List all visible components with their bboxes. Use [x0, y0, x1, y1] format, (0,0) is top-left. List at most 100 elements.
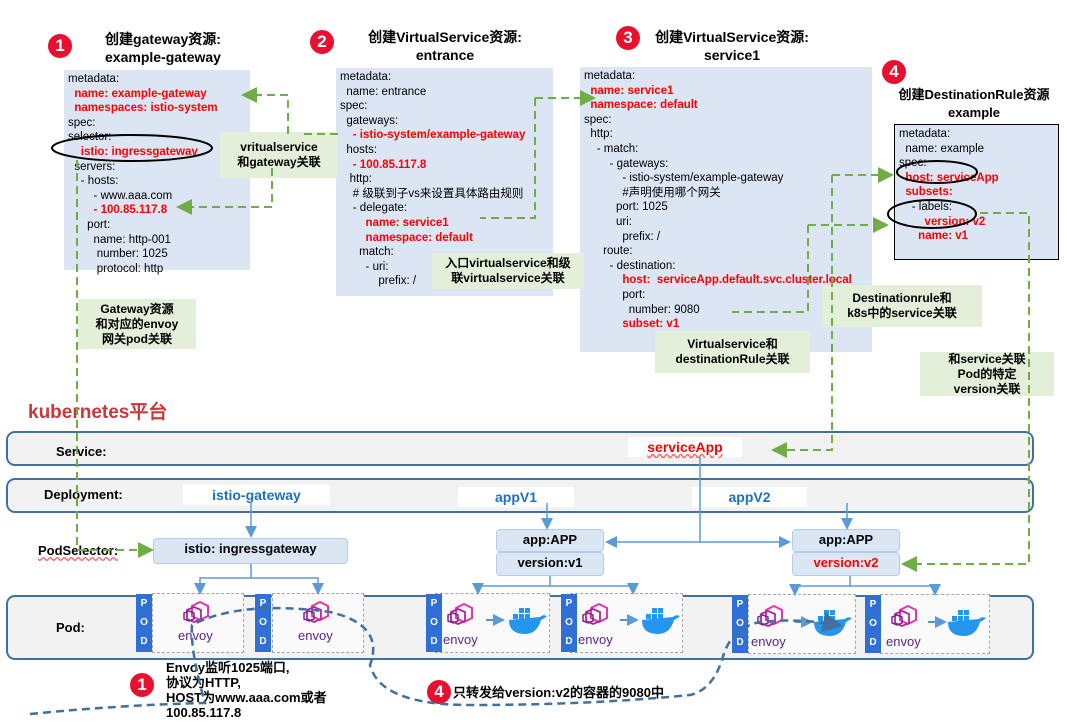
yaml-line: name: example-gateway [68, 87, 207, 100]
step-1-title-line2: example-gateway [105, 49, 221, 65]
step-2-badge: 2 [310, 30, 334, 54]
yaml-line: namespace: default [340, 231, 473, 244]
step-4-title: 创建DestinationRule资源 example [880, 86, 1067, 122]
deployment-appv2: appV2 [692, 487, 807, 507]
step-1-badge: 1 [48, 34, 72, 58]
step-3-title-line2: service1 [703, 47, 761, 63]
yaml-line: # 级联到子vs来设置具体路由规则 [340, 187, 524, 200]
note-line: 和对应的envoy [95, 316, 179, 331]
yaml-line: hosts: [340, 143, 378, 156]
yaml-line: number: 9080 [584, 303, 700, 316]
link-vs-to-gateway-name [241, 87, 289, 134]
yaml-line: metadata: [899, 128, 951, 140]
gateway-pod-2 [272, 593, 364, 653]
step-3-title: 创建VirtualService资源: service1 [642, 28, 822, 64]
yaml-line: spec: [584, 113, 612, 126]
note-line: destinationRule关联 [675, 352, 790, 366]
yaml-line: subsets: [899, 186, 953, 199]
bottom-step-4-text: 只转发给version:v2的容器的9080中 [453, 685, 664, 700]
selector-v1-app: app:APP [496, 529, 604, 552]
yaml-line: - istio-system/example-gateway [340, 129, 526, 142]
yaml-line: host: serviceApp [899, 171, 999, 184]
yaml-line: spec: [340, 100, 368, 113]
yaml-line: - gateways: [584, 157, 669, 170]
yaml-line: metadata: [68, 73, 120, 85]
yaml-line: port: [584, 288, 646, 301]
step-2-title: 创建VirtualService资源: entrance [350, 28, 540, 64]
pod-label: Pod: [56, 620, 85, 635]
yaml-line: route: [584, 245, 633, 258]
yaml-line: name: v1 [899, 230, 969, 243]
envoy-label: envoy [751, 634, 786, 649]
yaml-line: version: v2 [899, 215, 986, 228]
yaml-line: name: http-001 [68, 233, 171, 246]
note-line: k8s中的service关联 [847, 306, 957, 320]
note-line: Pod的特定 [957, 366, 1017, 381]
yaml-line: http: [584, 128, 613, 141]
step-3-title-line1: 创建VirtualService资源: [655, 29, 809, 45]
yaml-line: number: 1025 [68, 248, 168, 261]
yaml-line: #声明使用哪个网关 [584, 186, 721, 199]
yaml-line: match: [340, 246, 394, 259]
note-line: 网关pod关联 [102, 331, 172, 346]
yaml-line: - 100.85.117.8 [68, 204, 168, 217]
yaml-line: protocol: http [68, 262, 164, 275]
destinationrule-yaml: metadata: name: example spec: host: servi… [894, 124, 1059, 260]
step-1-title: 创建gateway资源: example-gateway [78, 30, 248, 66]
note-line: 和service关联 [948, 351, 1026, 366]
kubernetes-title: kubernetes平台 [28, 402, 168, 423]
yaml-line: - www.aaa.com [68, 189, 173, 202]
yaml-line: - labels: [899, 200, 953, 213]
yaml-line: - delegate: [340, 202, 408, 215]
yaml-line: prefix: / [340, 275, 417, 288]
yaml-line: prefix: / [584, 230, 661, 243]
yaml-line: - uri: [340, 260, 389, 273]
note-line: Virtualservice和 [687, 337, 778, 351]
step-3-badge: 3 [616, 26, 640, 50]
yaml-line: namespaces: istio-system [68, 102, 218, 115]
yaml-line: subset: v1 [584, 318, 680, 331]
bottom-step-4-badge: 4 [427, 680, 451, 704]
step-2-title-line2: entrance [415, 47, 475, 63]
selector-v2-version: version:v2 [792, 552, 900, 576]
yaml-line: - istio-system/example-gateway [584, 172, 784, 185]
yaml-line: http: [340, 173, 372, 186]
yaml-line: - match: [584, 142, 639, 155]
yaml-line: port: 1025 [584, 201, 668, 214]
yaml-line: name: example [899, 142, 985, 155]
yaml-line: - destination: [584, 259, 676, 272]
yaml-line: name: service1 [340, 216, 449, 229]
yaml-line: gateways: [340, 114, 399, 127]
yaml-line: namespace: default [584, 99, 698, 112]
yaml-line: spec: [68, 116, 96, 129]
selector-v1-version: version:v1 [496, 552, 604, 576]
yaml-line: name: service1 [584, 84, 674, 97]
bottom-step-1-badge: 1 [130, 673, 154, 697]
yaml-line: port: [68, 218, 111, 231]
yaml-line: uri: [584, 215, 632, 228]
envoy-label: envoy [578, 632, 613, 647]
podselector-label: PodSelector: [38, 543, 119, 558]
selector-istio-ingressgateway: istio: ingressgateway [153, 538, 348, 564]
note-line: 入口virtualservice和级 [445, 256, 571, 270]
deployment-label: Deployment: [44, 487, 123, 502]
envoy-label: envoy [178, 628, 213, 643]
note-line: 联virtualservice关联 [451, 271, 565, 285]
step-2-title-line1: 创建VirtualService资源: [368, 29, 522, 45]
envoy-label: envoy [298, 628, 333, 643]
selector-v2-app: app:APP [792, 529, 900, 552]
bottom-step-1-text: Envoy监听1025端口, 协议为HTTP, HOST为www.aaa.com… [166, 660, 327, 720]
step-4-badge: 4 [882, 60, 906, 84]
deployment-istio-gateway: istio-gateway [183, 485, 330, 505]
envoy-label: envoy [886, 634, 921, 649]
yaml-line: spec: [899, 157, 927, 170]
